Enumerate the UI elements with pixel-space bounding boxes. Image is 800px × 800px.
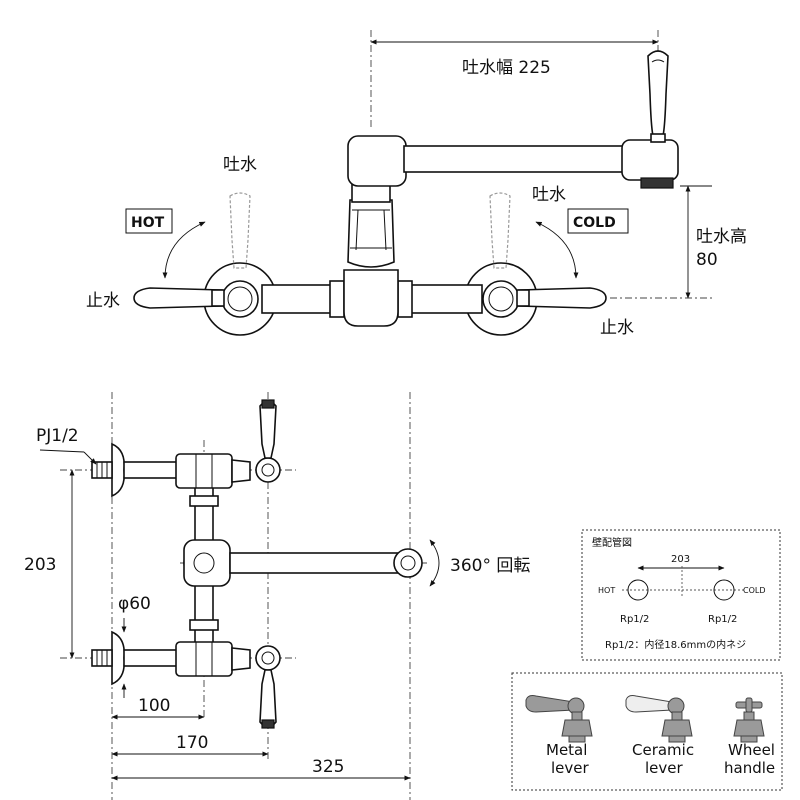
spout-height-label: 吐水高 — [696, 227, 747, 247]
spout-arm — [403, 145, 627, 173]
dim-100-label: 100 — [138, 696, 170, 716]
body-ring-left — [329, 280, 345, 318]
outlet-label-left: 吐水 — [223, 155, 257, 175]
cold-open-lever-ghost — [489, 192, 511, 269]
rotation-arrow — [429, 539, 440, 587]
hot-valve — [221, 280, 259, 318]
hot-open-lever-ghost — [229, 192, 251, 269]
side-spout-arm — [229, 552, 399, 574]
wall-piping-hot: HOT — [598, 586, 615, 595]
body-ring-right — [397, 280, 413, 318]
wall-piping-title: 壁配管図 — [592, 536, 632, 549]
rotation-label: 360° 回転 — [450, 556, 530, 576]
cold-lever — [518, 287, 607, 309]
lower-inlet-pipe — [123, 649, 181, 667]
upper-valve-head — [255, 457, 281, 483]
wheel-handle-line1: Wheel — [728, 741, 775, 759]
aerator — [640, 177, 674, 189]
cold-lever-hub — [516, 289, 530, 307]
hot-lever — [133, 287, 223, 309]
dim-325-label: 325 — [312, 757, 344, 777]
cold-rotation-arrow — [535, 221, 579, 279]
ceramic-lever-line2: lever — [645, 759, 684, 777]
lower-valve-head — [255, 645, 281, 671]
lower-flange — [111, 630, 126, 686]
stop-label-left: 止水 — [86, 291, 120, 311]
lower-body-ring — [189, 619, 219, 631]
wall-piping-frame — [581, 529, 781, 661]
metal-lever-line2: lever — [551, 759, 590, 777]
front-view: 吐水幅 225 — [86, 30, 747, 338]
cold-badge — [567, 208, 629, 234]
stop-label-right: 止水 — [600, 318, 634, 338]
hot-rotation-arrow — [162, 221, 206, 279]
metal-lever-icon — [525, 695, 593, 743]
thread-left: Rp1/2 — [620, 614, 649, 625]
spout-lever — [647, 50, 669, 137]
metal-lever-line1: Metal — [546, 741, 587, 759]
spout-head — [621, 139, 679, 181]
cold-port-circle — [713, 579, 735, 601]
ceramic-lever-icon — [625, 695, 693, 743]
connection-label: PJ1/2 — [36, 426, 79, 446]
wall-piping-inset: 壁配管図 203 HOT COLD Rp1/2 Rp1/2 Rp1/2：内径18… — [581, 529, 781, 661]
side-view: 360° 回転 PJ1/2 203 φ60 100 170 325 — [24, 392, 530, 800]
spout-lever-neck — [650, 133, 666, 143]
upper-inlet-pipe — [123, 461, 181, 479]
lower-valve-block — [175, 641, 233, 677]
wall-piping-pitch: 203 — [671, 554, 690, 565]
upper-lever — [259, 400, 277, 459]
thread-note: Rp1/2：内径18.6mmの内ネジ — [605, 638, 746, 651]
hot-lever-hub — [211, 289, 225, 307]
center-base — [343, 269, 399, 327]
wall-piping-cold: COLD — [743, 586, 766, 595]
flange-diameter-label: φ60 — [118, 594, 151, 614]
swivel-joint — [347, 135, 407, 187]
thread-right: Rp1/2 — [708, 614, 737, 625]
hot-badge — [125, 208, 173, 234]
outlet-label-right: 吐水 — [532, 185, 566, 205]
ceramic-lever-line1: Ceramic — [632, 741, 694, 759]
wheel-handle-line2: handle — [724, 759, 775, 777]
hot-port-circle — [627, 579, 649, 601]
center-column — [347, 199, 395, 268]
pitch-label: 203 — [24, 555, 56, 575]
cold-valve — [482, 280, 520, 318]
lower-lever — [259, 669, 277, 728]
spout-height-value: 80 — [696, 250, 718, 270]
upper-flange — [111, 442, 126, 498]
cold-label: COLD — [573, 215, 616, 231]
dim-170-label: 170 — [176, 733, 208, 753]
spout-tip — [393, 548, 423, 578]
wheel-handle-icon — [733, 697, 765, 743]
upper-body-ring — [189, 495, 219, 507]
upper-valve-block — [175, 453, 233, 489]
spout-width-label: 吐水幅 225 — [462, 58, 551, 78]
hot-label: HOT — [131, 215, 165, 231]
handle-options: Metal lever Ceramic lever Wheel handle — [511, 672, 783, 791]
